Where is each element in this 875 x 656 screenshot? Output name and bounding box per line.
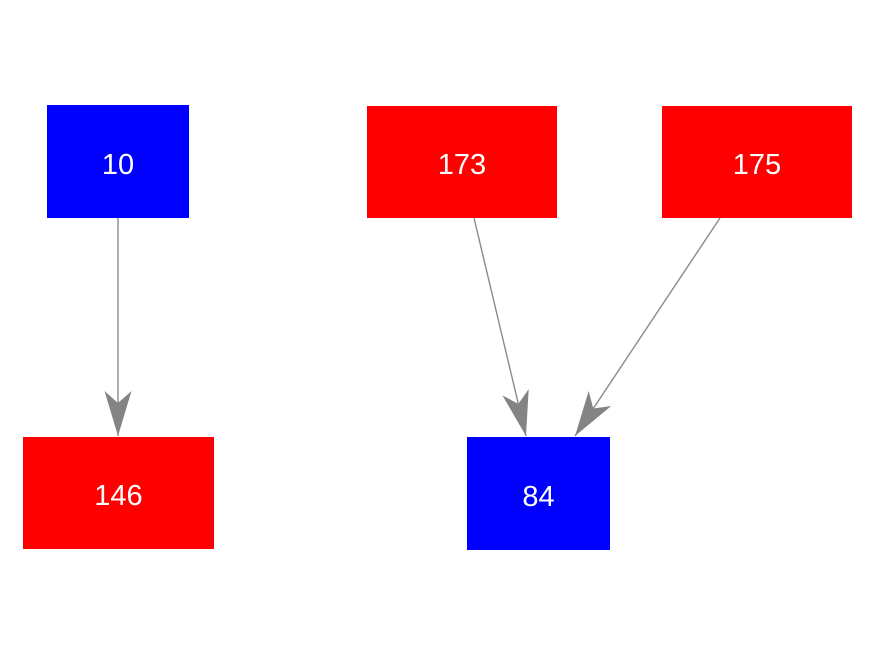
edge-arrow-173-84 [473, 217, 529, 437]
graph-node-175[interactable]: 175 [662, 106, 852, 218]
edge-arrow-175-84 [574, 217, 721, 437]
node-label: 146 [94, 480, 143, 512]
node-label: 10 [101, 148, 135, 181]
node-label: 173 [437, 149, 487, 181]
node-label: 175 [732, 149, 782, 181]
node-label: 84 [522, 480, 555, 513]
graph-node-84[interactable]: 84 [467, 437, 610, 550]
graph-node-10[interactable]: 10 [47, 105, 189, 218]
graph-node-173[interactable]: 173 [367, 106, 557, 218]
graph-node-146[interactable]: 146 [23, 437, 214, 549]
